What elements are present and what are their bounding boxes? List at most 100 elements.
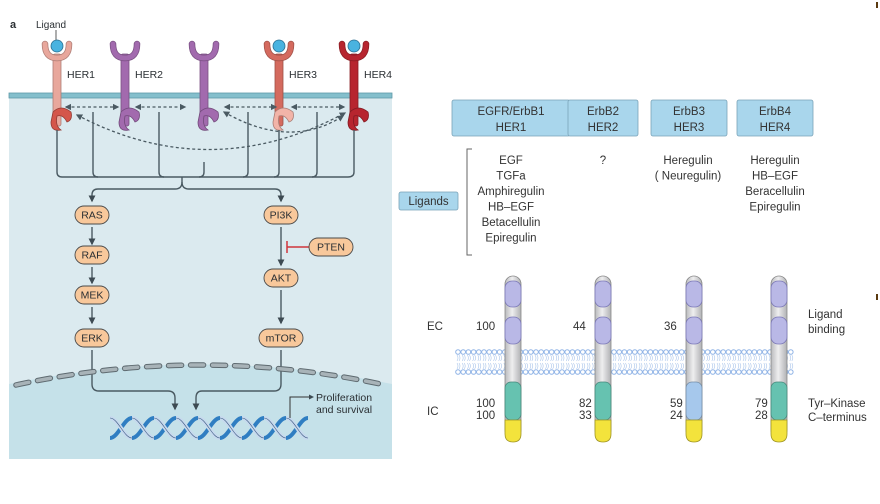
svg-text:ErbB3: ErbB3 [673, 106, 705, 118]
svg-text:TGFa: TGFa [496, 171, 526, 183]
svg-text:ERK: ERK [81, 333, 103, 345]
svg-text:HER3: HER3 [674, 122, 705, 134]
ic-identity-value: 59 [670, 398, 683, 410]
outcome-line-2: and survival [316, 404, 372, 416]
edge-mark-bottom [876, 294, 878, 300]
receptor-structure-her4 [770, 275, 788, 443]
ligand-list-her2: ? [600, 155, 606, 167]
ecd-domain-1 [594, 280, 612, 308]
ligands-bracket [466, 148, 472, 256]
ic-identity-value: 100 [476, 410, 495, 422]
kinase-domain [685, 381, 703, 421]
svg-text:HER1: HER1 [496, 122, 527, 134]
ligand-binding-label-2: binding [808, 324, 845, 336]
pten-inhibition [286, 241, 310, 253]
ligand-icon [50, 39, 64, 53]
svg-text:RAS: RAS [81, 210, 103, 222]
lipid-bilayer [455, 349, 794, 375]
ligands-label: Ligands [408, 196, 449, 208]
svg-text:Epiregulin: Epiregulin [485, 233, 536, 245]
ic-identity-value: 28 [755, 410, 768, 422]
ligand-icon [347, 39, 361, 53]
receptor-her1: HER1 [41, 39, 95, 131]
ic-identity-value: 79 [755, 398, 768, 410]
svg-text:mTOR: mTOR [266, 333, 297, 345]
ecd-domain-1 [504, 280, 522, 308]
receptor-label: HER2 [135, 69, 163, 81]
ecd-domain-2 [594, 316, 612, 345]
ic-identity-value: 24 [670, 410, 683, 422]
c-terminus-domain [594, 419, 612, 443]
signal-collector-lines [56, 112, 355, 411]
ecd-domain-2 [685, 316, 703, 345]
ic-identity-value: 33 [579, 410, 592, 422]
panel-a-signaling-pathway: a Ligand HER1 HER2 HER3 HER4 [8, 19, 393, 459]
svg-text:HER2: HER2 [588, 122, 619, 134]
ligand-list-her3: Heregulin ( Neuregulin) [655, 155, 722, 183]
ecd-domain-1 [770, 280, 788, 308]
svg-text:HER4: HER4 [760, 122, 791, 134]
node-erk: ERK [74, 328, 110, 348]
svg-text:ErbB2: ErbB2 [587, 106, 619, 118]
ligand-binding-label-1: Ligand [808, 309, 843, 321]
ligand-icon [272, 39, 286, 53]
ic-identity-value: 82 [579, 398, 592, 410]
ecd-domain-2 [504, 316, 522, 345]
receptor-structure-her1 [504, 275, 522, 443]
svg-text:Heregulin: Heregulin [750, 155, 799, 167]
edge-mark-top [876, 2, 878, 8]
svg-text:ErbB4: ErbB4 [759, 106, 792, 118]
svg-text:Beracellulin: Beracellulin [745, 186, 804, 198]
c-terminus-domain [685, 419, 703, 443]
c-terminus-label: C–terminus [808, 412, 867, 424]
svg-text:MEK: MEK [81, 290, 104, 302]
node-mtor: mTOR [258, 328, 304, 348]
node-mek: MEK [74, 285, 110, 305]
svg-text:AKT: AKT [271, 273, 292, 285]
kinase-domain [504, 381, 522, 421]
ec-identity-value: 44 [573, 321, 586, 333]
svg-text:Amphiregulin: Amphiregulin [477, 186, 544, 198]
outcome-line-1: Proliferation [316, 392, 372, 404]
svg-text:HB–EGF: HB–EGF [752, 171, 798, 183]
svg-text:HB–EGF: HB–EGF [488, 202, 534, 214]
receptor-structure-her3 [685, 275, 703, 443]
ic-identity-value: 100 [476, 398, 495, 410]
svg-text:Heregulin: Heregulin [663, 155, 712, 167]
svg-text:EGF: EGF [499, 155, 523, 167]
node-ras: RAS [74, 205, 110, 225]
dimerization-arrows [64, 103, 347, 151]
ligand-label: Ligand [36, 20, 66, 31]
node-raf: RAF [74, 245, 110, 265]
receptor-structure-her2 [594, 275, 612, 443]
transcription-arrow [289, 394, 314, 418]
receptor-label: HER4 [364, 69, 392, 81]
dna-helix-icon [109, 416, 309, 440]
ec-identity-value: 36 [664, 321, 677, 333]
c-terminus-domain [504, 419, 522, 443]
node-pten: PTEN [308, 237, 354, 257]
svg-text:EGFR/ErbB1: EGFR/ErbB1 [477, 106, 544, 118]
kinase-domain [770, 381, 788, 421]
svg-text:PI3K: PI3K [270, 210, 293, 222]
receptor-label: HER1 [67, 69, 95, 81]
svg-text:( Neuregulin): ( Neuregulin) [655, 171, 722, 183]
nucleus [9, 364, 392, 459]
receptor-label: HER3 [289, 69, 317, 81]
tyr-kinase-label: Tyr–Kinase [808, 398, 866, 410]
svg-text:Betacellulin: Betacellulin [482, 217, 541, 229]
ic-label: IC [427, 406, 439, 418]
ec-identity-value: 100 [476, 321, 495, 333]
svg-text:RAF: RAF [82, 250, 103, 262]
node-akt: AKT [263, 268, 299, 288]
ligands-label-box [398, 191, 459, 211]
svg-text:PTEN: PTEN [317, 242, 345, 254]
svg-text:?: ? [600, 155, 606, 167]
ecd-domain-2 [770, 316, 788, 345]
panel-label-a: a [10, 19, 17, 31]
